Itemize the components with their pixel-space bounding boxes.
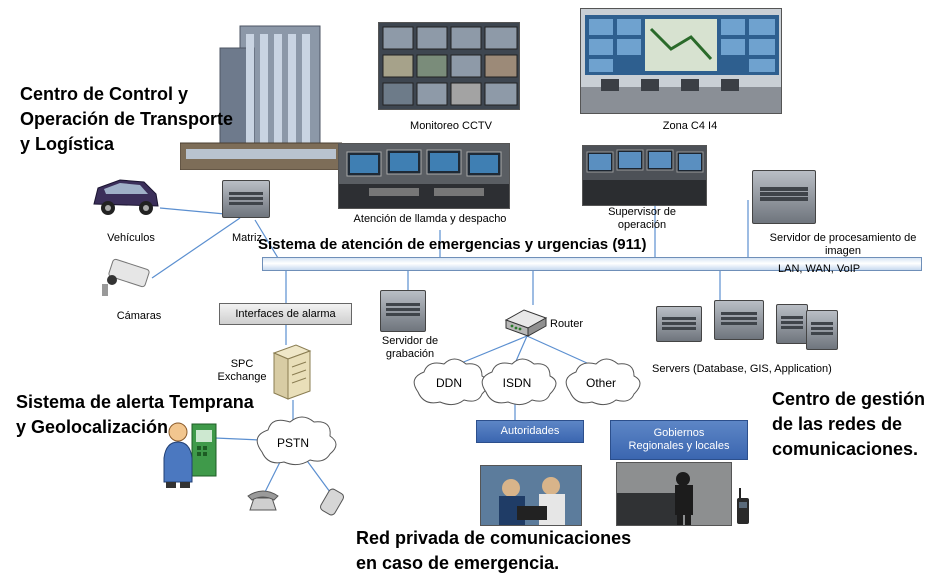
- ddn-cloud-icon: [413, 358, 489, 406]
- camaras-label: Cámaras: [116, 310, 162, 322]
- label-line: grabación: [385, 348, 435, 360]
- label-line: Servidor de procesamiento de: [769, 232, 917, 244]
- application-server-icon: [776, 304, 808, 344]
- monitoreo-label: Monitoreo CCTV: [410, 120, 492, 132]
- pstn-cloud-icon: [256, 416, 337, 466]
- label-line: SPC: [230, 358, 254, 370]
- heading-line: comunicaciones.: [772, 439, 919, 459]
- interfaces-alarma-box: Interfaces de alarma: [219, 303, 352, 325]
- matriz-label: Matriz: [232, 232, 262, 244]
- servidor-grabacion-label: Servidor de grabación: [370, 335, 450, 361]
- phone-operator-icon: [162, 418, 220, 488]
- other-cloud-icon: [565, 358, 641, 406]
- heading-line: y Geolocalización: [16, 417, 169, 437]
- spc-label: SPC Exchange: [214, 358, 270, 384]
- telephone-icon: [246, 488, 280, 514]
- servidor-imagen-label: Servidor de procesamiento de imagen: [756, 232, 930, 258]
- other-label: Other: [585, 376, 616, 390]
- vehiculos-label: Vehículos: [107, 232, 155, 244]
- heading-line: Sistema de alerta Temprana: [16, 392, 254, 412]
- servers-label: Servers (Database, GIS, Application): [652, 363, 832, 375]
- router-label: Router: [550, 318, 584, 330]
- ddn-label: DDN: [436, 376, 462, 390]
- control-room-photo: [580, 8, 782, 114]
- heading-centro-control: Centro de Control y Operación de Transpo…: [20, 82, 233, 157]
- network-bus: [262, 257, 922, 271]
- dispatch-photo: [338, 143, 510, 209]
- heading-red-privada: Red privada de comunicaciones en caso de…: [356, 526, 631, 576]
- router-icon: [500, 306, 550, 338]
- gis-server-icon: [714, 300, 764, 340]
- isdn-label: ISDN: [502, 376, 532, 390]
- isdn-cloud-icon: [481, 358, 557, 406]
- lan-label: LAN, WAN, VoIP: [778, 263, 861, 275]
- heading-line: Centro de Control y: [20, 84, 189, 104]
- vehicle-icon: [90, 174, 162, 218]
- bus-label: Sistema de atención de emergencias y urg…: [258, 236, 647, 253]
- pstn-label: PSTN: [276, 436, 309, 450]
- image-server-icon: [752, 170, 816, 224]
- heading-line: Centro de gestión: [772, 389, 926, 409]
- servers-cluster: [656, 294, 842, 352]
- label-line: operación: [617, 219, 667, 231]
- label-line: Gobiernos: [653, 427, 705, 439]
- heading-alerta: Sistema de alerta Temprana y Geolocaliza…: [16, 390, 254, 440]
- supervisor-label: Supervisor de operación: [588, 206, 696, 232]
- label-line: imagen: [824, 245, 862, 257]
- matriz-server-icon: [222, 180, 270, 218]
- atencion-label: Atención de llamda y despacho: [353, 213, 507, 225]
- cctv-monitoring-photo: [378, 22, 520, 110]
- building-icon: [179, 18, 343, 171]
- heading-line: Red privada de comunicaciones: [356, 528, 632, 548]
- heading-line: en caso de emergencia.: [356, 553, 560, 573]
- heading-line: de las redes de: [772, 414, 903, 434]
- police-operators-photo: [480, 465, 582, 526]
- radio-icon: [736, 488, 750, 524]
- autoridades-label: Autoridades: [500, 425, 560, 437]
- heading-line: y Logística: [20, 134, 115, 154]
- supervisor-photo: [582, 145, 707, 206]
- heading-gestion: Centro de gestión de las redes de comuni…: [772, 387, 925, 462]
- mobile-phone-icon: [318, 488, 348, 516]
- recording-server-icon: [380, 290, 426, 332]
- application-server-icon: [806, 310, 838, 350]
- label-line: Servidor de: [381, 335, 439, 347]
- heading-line: Operación de Transporte: [20, 109, 234, 129]
- pbx-cabinet-icon: [270, 343, 312, 401]
- label-line: Supervisor de: [608, 206, 676, 218]
- tactical-officer-photo: [616, 462, 732, 526]
- label-line: Regionales y locales: [628, 440, 730, 452]
- interfaces-label: Interfaces de alarma: [235, 308, 336, 320]
- zona-label: Zona C4 I4: [662, 120, 718, 132]
- cctv-camera-icon: [96, 258, 152, 298]
- database-server-icon: [656, 306, 702, 342]
- label-line: Exchange: [217, 371, 267, 383]
- gobiernos-box: Gobiernos Regionales y locales: [610, 420, 748, 460]
- autoridades-box: Autoridades: [476, 420, 584, 443]
